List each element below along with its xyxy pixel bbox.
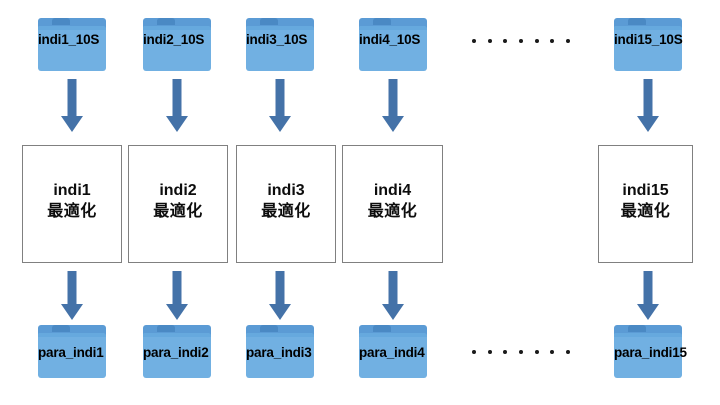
ellipsis-dot — [565, 39, 570, 43]
arrow-down-icon-bottom-2 — [165, 271, 189, 321]
folder-icon — [38, 325, 106, 378]
process-box-line1: indi2 — [159, 182, 197, 199]
ellipsis-top — [472, 38, 570, 44]
folder-icon — [614, 325, 682, 378]
ellipsis-dot — [534, 39, 539, 43]
folder-icon — [246, 325, 314, 378]
arrow-down-icon-bottom-4 — [381, 271, 405, 321]
process-box-line1: indi3 — [267, 182, 305, 199]
folder-icon — [614, 18, 682, 71]
process-box-label: indi1 最適化 — [23, 181, 121, 222]
ellipsis-dot — [503, 350, 508, 354]
process-box-label: indi3 最適化 — [237, 181, 335, 222]
ellipsis-dot — [487, 350, 492, 354]
ellipsis-dot — [565, 350, 570, 354]
ellipsis-dot — [503, 39, 508, 43]
process-box-label: indi2 最適化 — [129, 181, 227, 222]
process-box-line1: indi15 — [622, 182, 669, 199]
ellipsis-dot — [550, 350, 555, 354]
arrow-down-icon-bottom-1 — [60, 271, 84, 321]
ellipsis-dot — [487, 39, 492, 43]
folder-icon — [359, 325, 427, 378]
process-box-3[interactable]: indi3 最適化 — [236, 145, 336, 263]
process-box-line2: 最適化 — [153, 201, 203, 221]
ellipsis-dot — [534, 350, 539, 354]
process-box-label: indi4 最適化 — [343, 181, 442, 222]
arrow-down-icon-bottom-15 — [636, 271, 660, 321]
process-box-line1: indi1 — [53, 182, 91, 199]
arrow-down-icon-top-1 — [60, 79, 84, 133]
process-box-label: indi15 最適化 — [599, 181, 692, 222]
arrow-down-icon-top-4 — [381, 79, 405, 133]
ellipsis-dot — [550, 39, 555, 43]
folder-icon — [38, 18, 106, 71]
ellipsis-dot — [518, 39, 523, 43]
folder-icon — [143, 325, 211, 378]
arrow-down-icon-top-15 — [636, 79, 660, 133]
arrow-down-icon-top-2 — [165, 79, 189, 133]
process-box-1[interactable]: indi1 最適化 — [22, 145, 122, 263]
folder-icon — [359, 18, 427, 71]
process-box-4[interactable]: indi4 最適化 — [342, 145, 443, 263]
process-box-line1: indi4 — [373, 182, 412, 199]
ellipsis-bottom — [472, 349, 570, 355]
ellipsis-dot — [472, 350, 476, 354]
arrow-down-icon-top-3 — [268, 79, 292, 133]
process-box-2[interactable]: indi2 最適化 — [128, 145, 228, 263]
process-box-15[interactable]: indi15 最適化 — [598, 145, 693, 263]
folder-icon — [143, 18, 211, 71]
ellipsis-dot — [518, 350, 523, 354]
process-box-line2: 最適化 — [367, 201, 418, 221]
process-box-line2: 最適化 — [261, 201, 311, 221]
process-box-line2: 最適化 — [620, 201, 671, 221]
folder-icon — [246, 18, 314, 71]
process-box-line2: 最適化 — [47, 201, 97, 221]
arrow-down-icon-bottom-3 — [268, 271, 292, 321]
ellipsis-dot — [472, 39, 476, 43]
